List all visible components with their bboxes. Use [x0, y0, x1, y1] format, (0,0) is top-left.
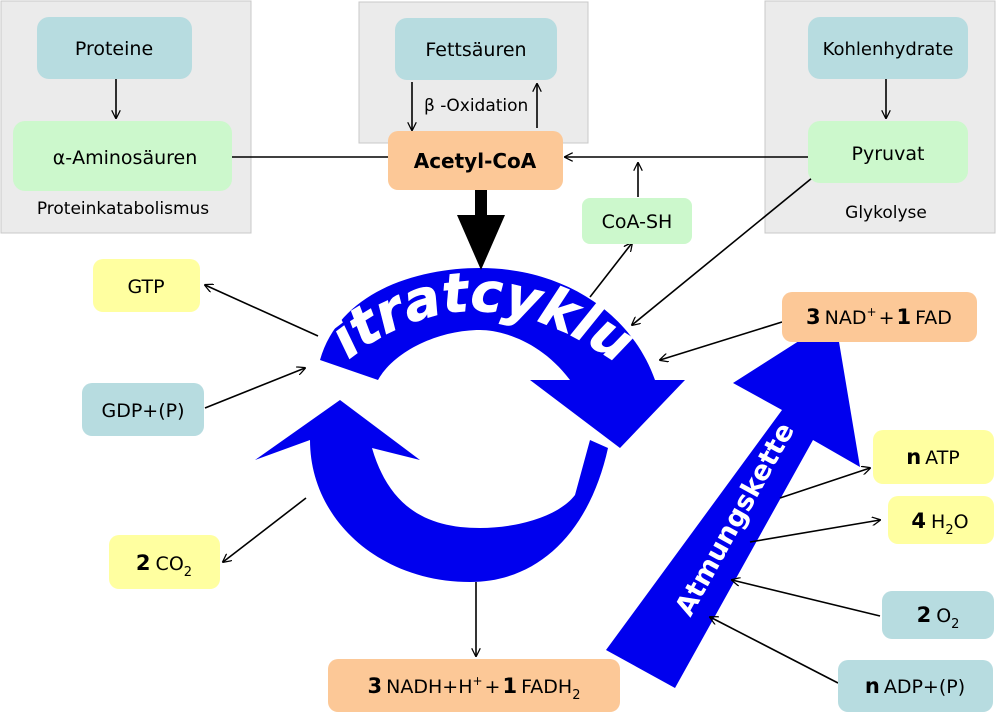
node-o2-text: O — [936, 605, 951, 627]
node-acetyl-coa: Acetyl-CoA — [388, 131, 563, 190]
node-h2o-text2: O — [954, 511, 969, 533]
node-nad-fad-plus: + — [879, 307, 895, 329]
node-coa-sh-label: CoA-SH — [602, 211, 673, 233]
node-fettsaeuren-label: Fettsäuren — [425, 39, 526, 61]
node-natp-count: n — [906, 445, 921, 469]
node-o2-count: 2 — [917, 603, 932, 627]
node-nad-fad-count2: 1 — [897, 305, 912, 329]
node-nadp-text: ADP+(P) — [884, 676, 965, 698]
respiratory-chain-label: Atmungskette — [669, 418, 801, 621]
node-h2o-sub: 2 — [945, 523, 953, 538]
node-nad-fad-sup: + — [867, 305, 877, 319]
node-h2o-text1: H — [931, 511, 945, 533]
label-beta-oxidation: β -Oxidation — [424, 96, 528, 116]
group-label-glycolysis: Glykolyse — [845, 203, 927, 223]
node-gdp-label: GDP+(P) — [101, 400, 184, 422]
node-coa-sh: CoA-SH — [582, 198, 692, 244]
respiratory-chain-arrow — [606, 318, 860, 688]
node-pyruvat: Pyruvat — [808, 121, 968, 183]
node-nadp-count: n — [865, 674, 880, 698]
node-gtp-label: GTP — [127, 276, 164, 298]
node-proteine-label: Proteine — [75, 38, 153, 60]
citrate-cycle-arrow — [255, 268, 685, 582]
node-kohlenhydrate-label: Kohlenhydrate — [823, 39, 954, 60]
node-nad-fad-text1: NAD — [825, 307, 867, 329]
node-nadh-sup: + — [472, 674, 482, 688]
node-natp-text: ATP — [925, 447, 960, 469]
node-co2-formula: CO — [156, 553, 184, 575]
node-h2o-count: 4 — [911, 509, 926, 533]
node-pyruvat-label: Pyruvat — [852, 143, 925, 165]
node-proteine: Proteine — [37, 17, 192, 79]
node-nadh-count2: 1 — [502, 674, 517, 698]
node-kohlenhydrate: Kohlenhydrate — [808, 17, 968, 79]
node-nad-fad-count1: 3 — [806, 305, 821, 329]
node-gdp: GDP+(P) — [82, 383, 204, 436]
node-fettsaeuren: Fettsäuren — [395, 18, 557, 80]
node-aminosaeuren-label: α-Aminosäuren — [53, 147, 198, 169]
node-nadh-text1: NADH+H — [386, 676, 472, 698]
acetyl-coa-to-cycle-arrow — [457, 190, 505, 270]
node-o2-sub: 2 — [951, 617, 959, 632]
group-label-protein: Proteinkatabolismus — [37, 199, 209, 219]
node-co2-sub: 2 — [184, 565, 192, 580]
connector-lines — [116, 79, 886, 684]
node-aminosaeuren: α-Aminosäuren — [13, 121, 232, 191]
node-gtp: GTP — [93, 259, 200, 312]
node-nadh-plus: + — [485, 676, 501, 698]
node-nadh-count1: 3 — [368, 674, 383, 698]
node-nad-fad-text2: FAD — [915, 307, 952, 329]
node-acetyl-coa-label: Acetyl-CoA — [414, 149, 537, 173]
node-nadh-text2: FADH — [521, 676, 572, 698]
node-nadh-sub: 2 — [572, 688, 580, 703]
node-co2-count: 2 — [136, 551, 151, 575]
